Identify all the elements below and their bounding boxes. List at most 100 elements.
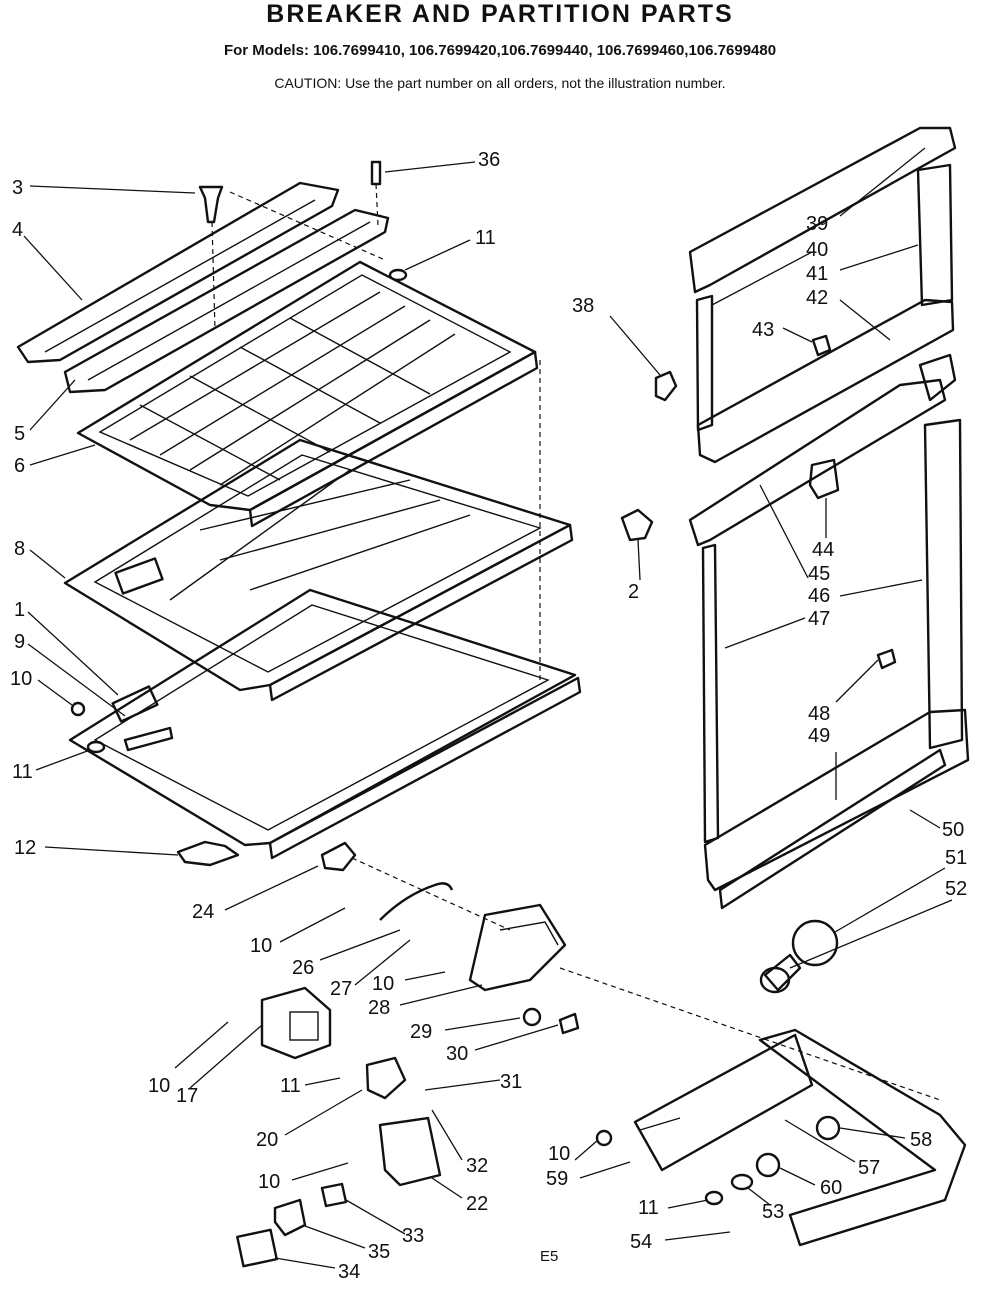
callout-22: 22 (466, 1193, 488, 1215)
callout-5: 5 (14, 423, 25, 445)
part-59-control-panel (633, 1033, 814, 1172)
callout-8: 8 (14, 538, 25, 560)
callout-26: 26 (292, 957, 314, 979)
callout-3: 3 (12, 177, 23, 199)
callout-60: 60 (820, 1177, 842, 1199)
part-35-connector (273, 1198, 307, 1237)
callout-36: 36 (478, 149, 500, 171)
callout-10: 10 (10, 668, 32, 690)
callout-9: 9 (14, 631, 25, 653)
part-45-lower-breaker (688, 378, 947, 547)
part-41-upper-side (916, 163, 954, 307)
part-11-screw-top (388, 268, 408, 282)
part-36-pin (370, 160, 382, 186)
part-17-box (260, 986, 332, 1060)
callout-47: 47 (808, 608, 830, 630)
part-42-mid-breaker (696, 298, 955, 464)
part-1-clip (111, 685, 159, 723)
model-numbers: For Models: 106.7699410, 106.7699420,106… (223, 42, 777, 59)
callout-59: 59 (546, 1168, 568, 1190)
part-57-trim (758, 1028, 967, 1247)
part-52-bulb (791, 919, 839, 967)
part-34-plate (236, 1228, 278, 1268)
callout-49: 49 (808, 725, 830, 747)
part-40-upper-strip (695, 294, 714, 432)
callout-28: 28 (368, 997, 390, 1019)
callout-46: 46 (808, 585, 830, 607)
callout-27: 27 (330, 978, 352, 1000)
part-43-screw (811, 334, 832, 357)
part-28-housing (468, 903, 567, 992)
callout-43: 43 (752, 319, 774, 341)
part-11-screw-bottom (704, 1190, 724, 1206)
callout-58: 58 (910, 1129, 932, 1151)
callout-11: 11 (12, 761, 33, 783)
callout-54: 54 (630, 1231, 652, 1253)
callout-17: 17 (176, 1085, 198, 1107)
part-8-control-housing (114, 557, 164, 595)
callout-24: 24 (192, 901, 214, 923)
callout-35: 35 (368, 1241, 390, 1263)
part-11-screw-left (86, 740, 106, 754)
callout-10: 10 (250, 935, 272, 957)
part-51-socket (759, 966, 791, 994)
callout-6: 6 (14, 455, 25, 477)
callout-42: 42 (806, 287, 828, 309)
caution-note: CAUTION: Use the part number on all orde… (274, 75, 726, 91)
callout-44: 44 (812, 539, 834, 561)
callout-4: 4 (12, 219, 23, 241)
part-2-bracket (620, 508, 654, 542)
leader-lines (23, 147, 953, 1269)
diagram-title: BREAKER AND PARTITION PARTS (266, 0, 734, 28)
callout-2: 2 (628, 581, 639, 603)
callout-34: 34 (338, 1261, 360, 1283)
callout-12: 12 (14, 837, 36, 859)
callout-32: 32 (466, 1155, 488, 1177)
callout-20: 20 (256, 1129, 278, 1151)
part-48-plug (876, 648, 897, 670)
part-24-cover (320, 841, 357, 872)
part-53-pin (730, 1173, 754, 1191)
callout-10: 10 (372, 973, 394, 995)
callout-11: 11 (475, 227, 496, 249)
part-8-tray-ribs (169, 469, 471, 601)
part-60-knob (755, 1152, 781, 1178)
part-39-upper-breaker (688, 126, 957, 294)
part-50-bottom-trim (718, 748, 947, 910)
callout-50: 50 (942, 819, 964, 841)
callout-31: 31 (500, 1071, 522, 1093)
part-30-pin (558, 1012, 580, 1035)
part-3-screw (198, 185, 224, 224)
part-29-knob (522, 1007, 542, 1027)
callout-45: 45 (808, 563, 830, 585)
callout-labels: 3 36 4 11 5 6 8 1 9 10 11 12 38 39 40 41… (10, 149, 967, 1283)
callout-11: 11 (638, 1197, 659, 1219)
part-6-grille-ribs (129, 291, 456, 486)
callout-52: 52 (945, 878, 967, 900)
callout-53: 53 (762, 1201, 784, 1223)
part-26-wire (379, 882, 454, 921)
part-20-switch (365, 1056, 407, 1100)
part-10-nut-bottom (595, 1129, 613, 1147)
part-10-nut-left (70, 701, 86, 717)
part-58-knob (815, 1115, 841, 1141)
callout-33: 33 (402, 1225, 424, 1247)
part-12-bracket (176, 840, 240, 867)
callout-10: 10 (148, 1075, 170, 1097)
callout-11: 11 (280, 1075, 301, 1097)
callout-29: 29 (410, 1021, 432, 1043)
callout-10: 10 (258, 1171, 280, 1193)
part-22-bracket (378, 1116, 442, 1187)
part-47-lower-strip (701, 543, 720, 844)
part-38-clip (654, 370, 678, 402)
callout-1: 1 (14, 599, 25, 621)
part-42-mid-upper (918, 353, 957, 402)
callout-48: 48 (808, 703, 830, 725)
callout-51: 51 (945, 847, 967, 869)
part-33-connector (320, 1182, 348, 1208)
part-5-breaker-top (63, 208, 390, 394)
callout-41: 41 (806, 263, 828, 285)
callout-57: 57 (858, 1157, 880, 1179)
part-4-top-trim (16, 181, 340, 364)
